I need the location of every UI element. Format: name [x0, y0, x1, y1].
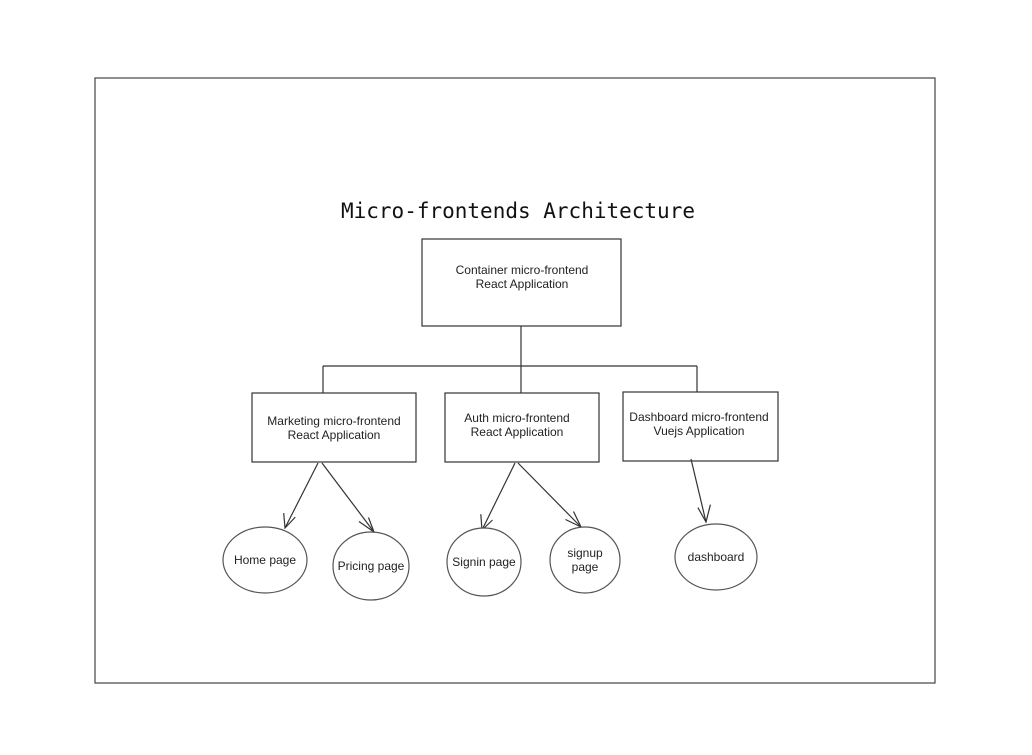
auth-label-line2: React Application — [471, 425, 564, 439]
auth-node[interactable]: Auth micro-frontend React Application — [444, 392, 600, 463]
dashboard-app-box[interactable] — [622, 391, 779, 462]
marketing-label-line2: React Application — [288, 428, 381, 442]
diagram-title: Micro-frontends Architecture — [341, 199, 695, 223]
arrow-marketing-home — [284, 462, 319, 529]
marketing-label-line1: Marketing micro-frontend — [267, 414, 400, 428]
dashboard-app-node[interactable]: Dashboard micro-frontend Vuejs Applicati… — [622, 391, 779, 462]
signin-page-label: Signin page — [452, 555, 516, 569]
arrow-auth-signin — [481, 462, 516, 531]
dashboard-page-ellipse[interactable] — [674, 523, 758, 591]
home-page-ellipse[interactable] — [222, 526, 308, 594]
container-label-line2: React Application — [476, 277, 569, 291]
marketing-box[interactable] — [251, 392, 417, 463]
page-node-signup[interactable]: signup page — [549, 526, 621, 594]
tree-connectors — [322, 326, 698, 393]
container-box[interactable] — [421, 238, 622, 327]
diagram-frame — [94, 77, 936, 684]
page-node-dashboard[interactable]: dashboard — [674, 523, 758, 591]
marketing-node[interactable]: Marketing micro-frontend React Applicati… — [251, 392, 417, 463]
container-label-line1: Container micro-frontend — [456, 263, 589, 277]
page-node-home[interactable]: Home page — [222, 526, 308, 594]
pricing-page-label: Pricing page — [338, 559, 405, 573]
arrow-dashboard-page — [690, 458, 707, 523]
signup-page-label-line2: page — [572, 560, 599, 574]
auth-label-line1: Auth micro-frontend — [464, 411, 569, 425]
dashboard-app-label-line1: Dashboard micro-frontend — [629, 410, 768, 424]
page-arrows — [283, 458, 711, 534]
arrow-head-dashboard — [697, 504, 711, 524]
arrow-head-home — [283, 513, 296, 530]
arrow-marketing-pricing — [321, 462, 375, 533]
container-node[interactable]: Container micro-frontend React Applicati… — [421, 238, 622, 327]
auth-box[interactable] — [444, 392, 600, 463]
pricing-page-ellipse[interactable] — [332, 531, 410, 601]
page-node-pricing[interactable]: Pricing page — [332, 531, 410, 601]
dashboard-app-label-line2: Vuejs Application — [654, 424, 745, 438]
signin-page-ellipse[interactable] — [446, 527, 522, 597]
dashboard-page-label: dashboard — [688, 550, 745, 564]
home-page-label: Home page — [234, 553, 296, 567]
page-node-signin[interactable]: Signin page — [446, 527, 522, 597]
signup-page-label-line1: signup — [567, 546, 603, 560]
arrow-auth-signup — [517, 462, 582, 528]
signup-page-ellipse[interactable] — [549, 526, 621, 594]
